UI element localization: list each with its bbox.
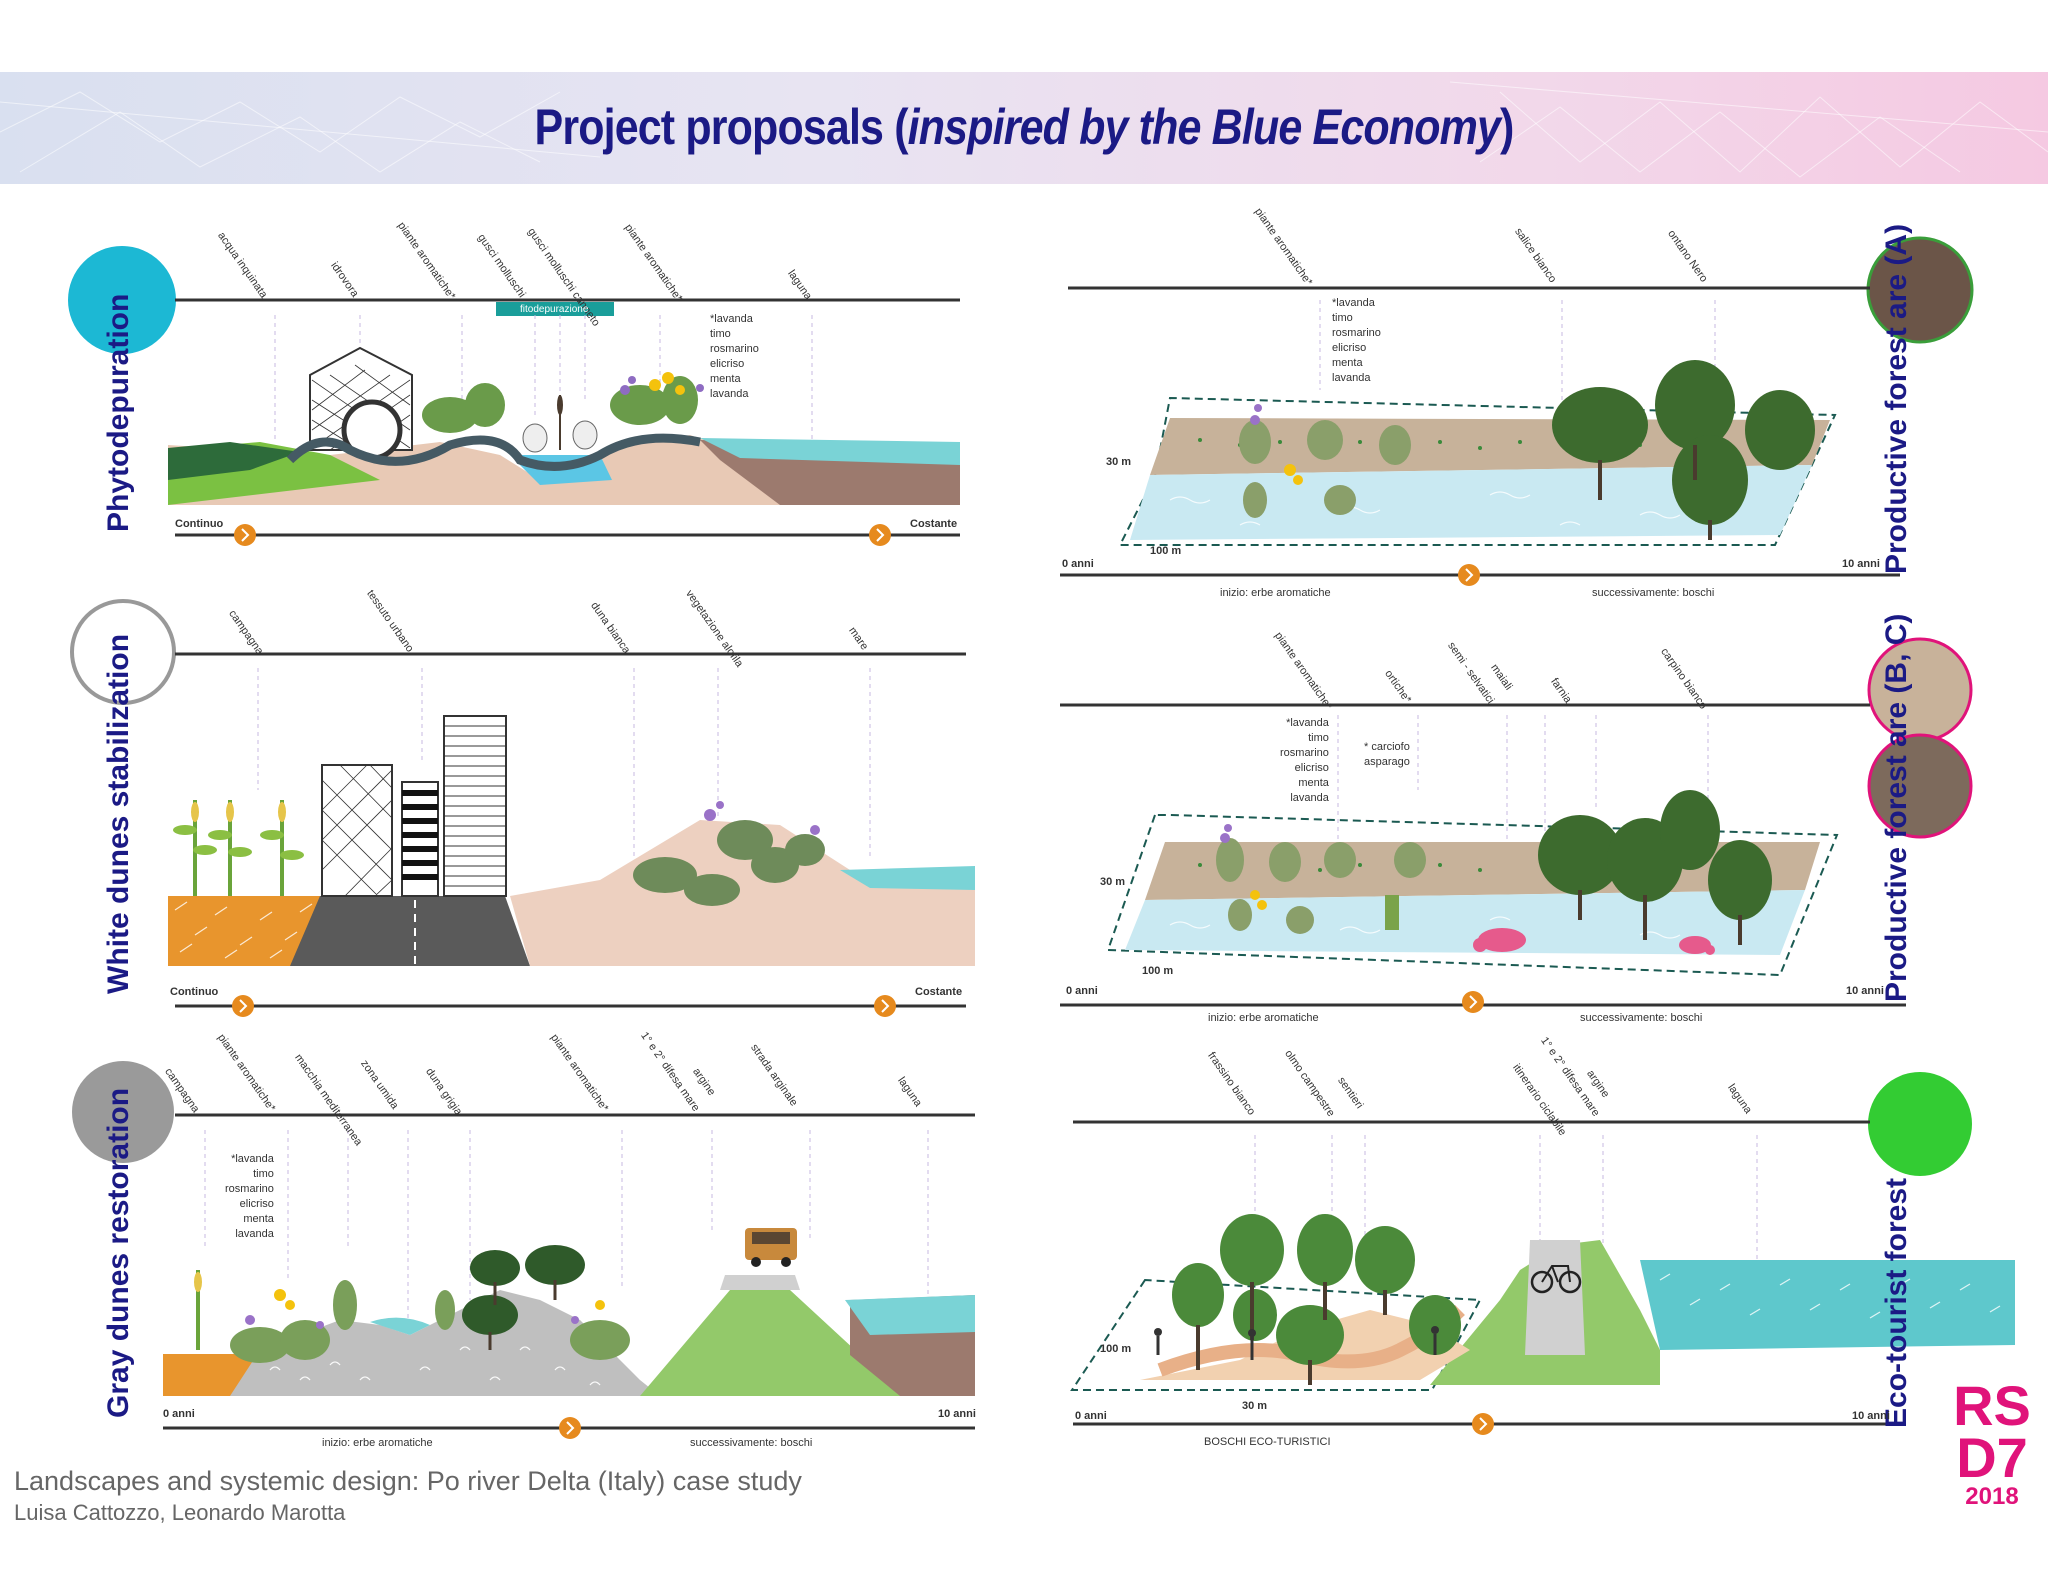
- gray-right-caption: successivamente: boschi: [690, 1437, 813, 1449]
- forest-bc-length: 100 m: [1142, 965, 1174, 977]
- gray-plant-list: *lavanda timo rosmarino elicriso menta l…: [225, 1153, 274, 1240]
- forest-a-start: 0 anni: [1062, 558, 1094, 570]
- white-color-dot: [70, 599, 176, 705]
- phyto-title: Phytodepuration: [102, 293, 135, 532]
- forest-bc-diagram: [1060, 637, 1973, 1013]
- footer-title: Landscapes and systemic design: Po river…: [14, 1466, 802, 1496]
- eco-start: 0 anni: [1075, 1410, 1107, 1422]
- phyto-start: Continuo: [175, 518, 224, 530]
- rsd7-logo: RS D7 2018: [1952, 1374, 2032, 1510]
- gray-left-caption: inizio: erbe aromatiche: [322, 1437, 433, 1449]
- forest-bc-depth: 30 m: [1100, 876, 1126, 888]
- forest-bc-plant-list: *lavanda timo rosmarino elicriso menta l…: [1280, 717, 1329, 804]
- gray-end: 10 anni: [938, 1408, 976, 1420]
- forest-bc-start: 0 anni: [1066, 985, 1098, 997]
- forest-bc-color-dot-bottom: [1867, 733, 1973, 839]
- eco-caption: BOSCHI ECO-TURISTICI: [1204, 1436, 1331, 1448]
- forest-bc-left-caption: inizio: erbe aromatiche: [1208, 1012, 1319, 1024]
- forest-bc-end: 10 anni: [1846, 985, 1884, 997]
- eco-length: 30 m: [1242, 1400, 1268, 1412]
- eco-tourist-title: Eco-tourist forest: [1880, 1177, 1913, 1428]
- forest-a-length: 100 m: [1150, 545, 1182, 557]
- logo-year: 2018: [1965, 1483, 2019, 1510]
- logo-line-1: RS: [1953, 1374, 2031, 1437]
- forest-a-diagram: [1060, 236, 1974, 586]
- header-banner: Project proposals (inspired by the Blue …: [0, 72, 2048, 184]
- forest-bc-right-caption: successivamente: boschi: [1580, 1012, 1703, 1024]
- gray-color-dot: [72, 1061, 174, 1163]
- forest-a-color-dot: [1866, 236, 1974, 344]
- phyto-diagram: [68, 246, 960, 546]
- eco-color-dot: [1868, 1072, 1972, 1176]
- phyto-end: Costante: [910, 518, 958, 530]
- white-dunes-diagram: [70, 599, 975, 1017]
- forest-a-end: 10 anni: [1842, 558, 1880, 570]
- gray-dunes-title: Gray dunes restoration: [102, 1087, 135, 1418]
- footer-authors: Luisa Cattozzo, Leonardo Marotta: [14, 1500, 346, 1525]
- forest-a-title: Productive forest are (A): [1880, 223, 1913, 574]
- gray-dunes-diagram: [72, 1061, 975, 1439]
- phyto-plant-list: *lavanda timo rosmarino elicriso menta l…: [710, 313, 759, 400]
- forest-bc-title: Productive forest are (B, C): [1880, 613, 1913, 1002]
- phyto-badge: fitodepurazione: [520, 304, 589, 315]
- forest-a-plant-list: *lavanda timo rosmarino elicriso menta l…: [1332, 297, 1381, 384]
- white-dunes-title: White dunes stabilization: [102, 633, 135, 994]
- eco-end: 10 anni: [1852, 1410, 1890, 1422]
- logo-line-2: D7: [1956, 1426, 2028, 1489]
- forest-a-left-caption: inizio: erbe aromatiche: [1220, 587, 1331, 599]
- white-start: Continuo: [170, 986, 219, 998]
- white-end: Costante: [915, 986, 963, 998]
- eco-depth: 100 m: [1100, 1343, 1132, 1355]
- forest-bc-plant-list-2: * carciofo asparago: [1364, 741, 1410, 768]
- forest-a-right-caption: successivamente: boschi: [1592, 587, 1715, 599]
- page-title: Project proposals (inspired by the Blue …: [534, 99, 1515, 155]
- forest-a-depth: 30 m: [1106, 456, 1132, 468]
- gray-start: 0 anni: [163, 1408, 195, 1420]
- header-pattern: [0, 81, 2048, 178]
- eco-tourist-diagram: [1070, 1072, 2015, 1435]
- phyto-color-dot: [68, 246, 176, 354]
